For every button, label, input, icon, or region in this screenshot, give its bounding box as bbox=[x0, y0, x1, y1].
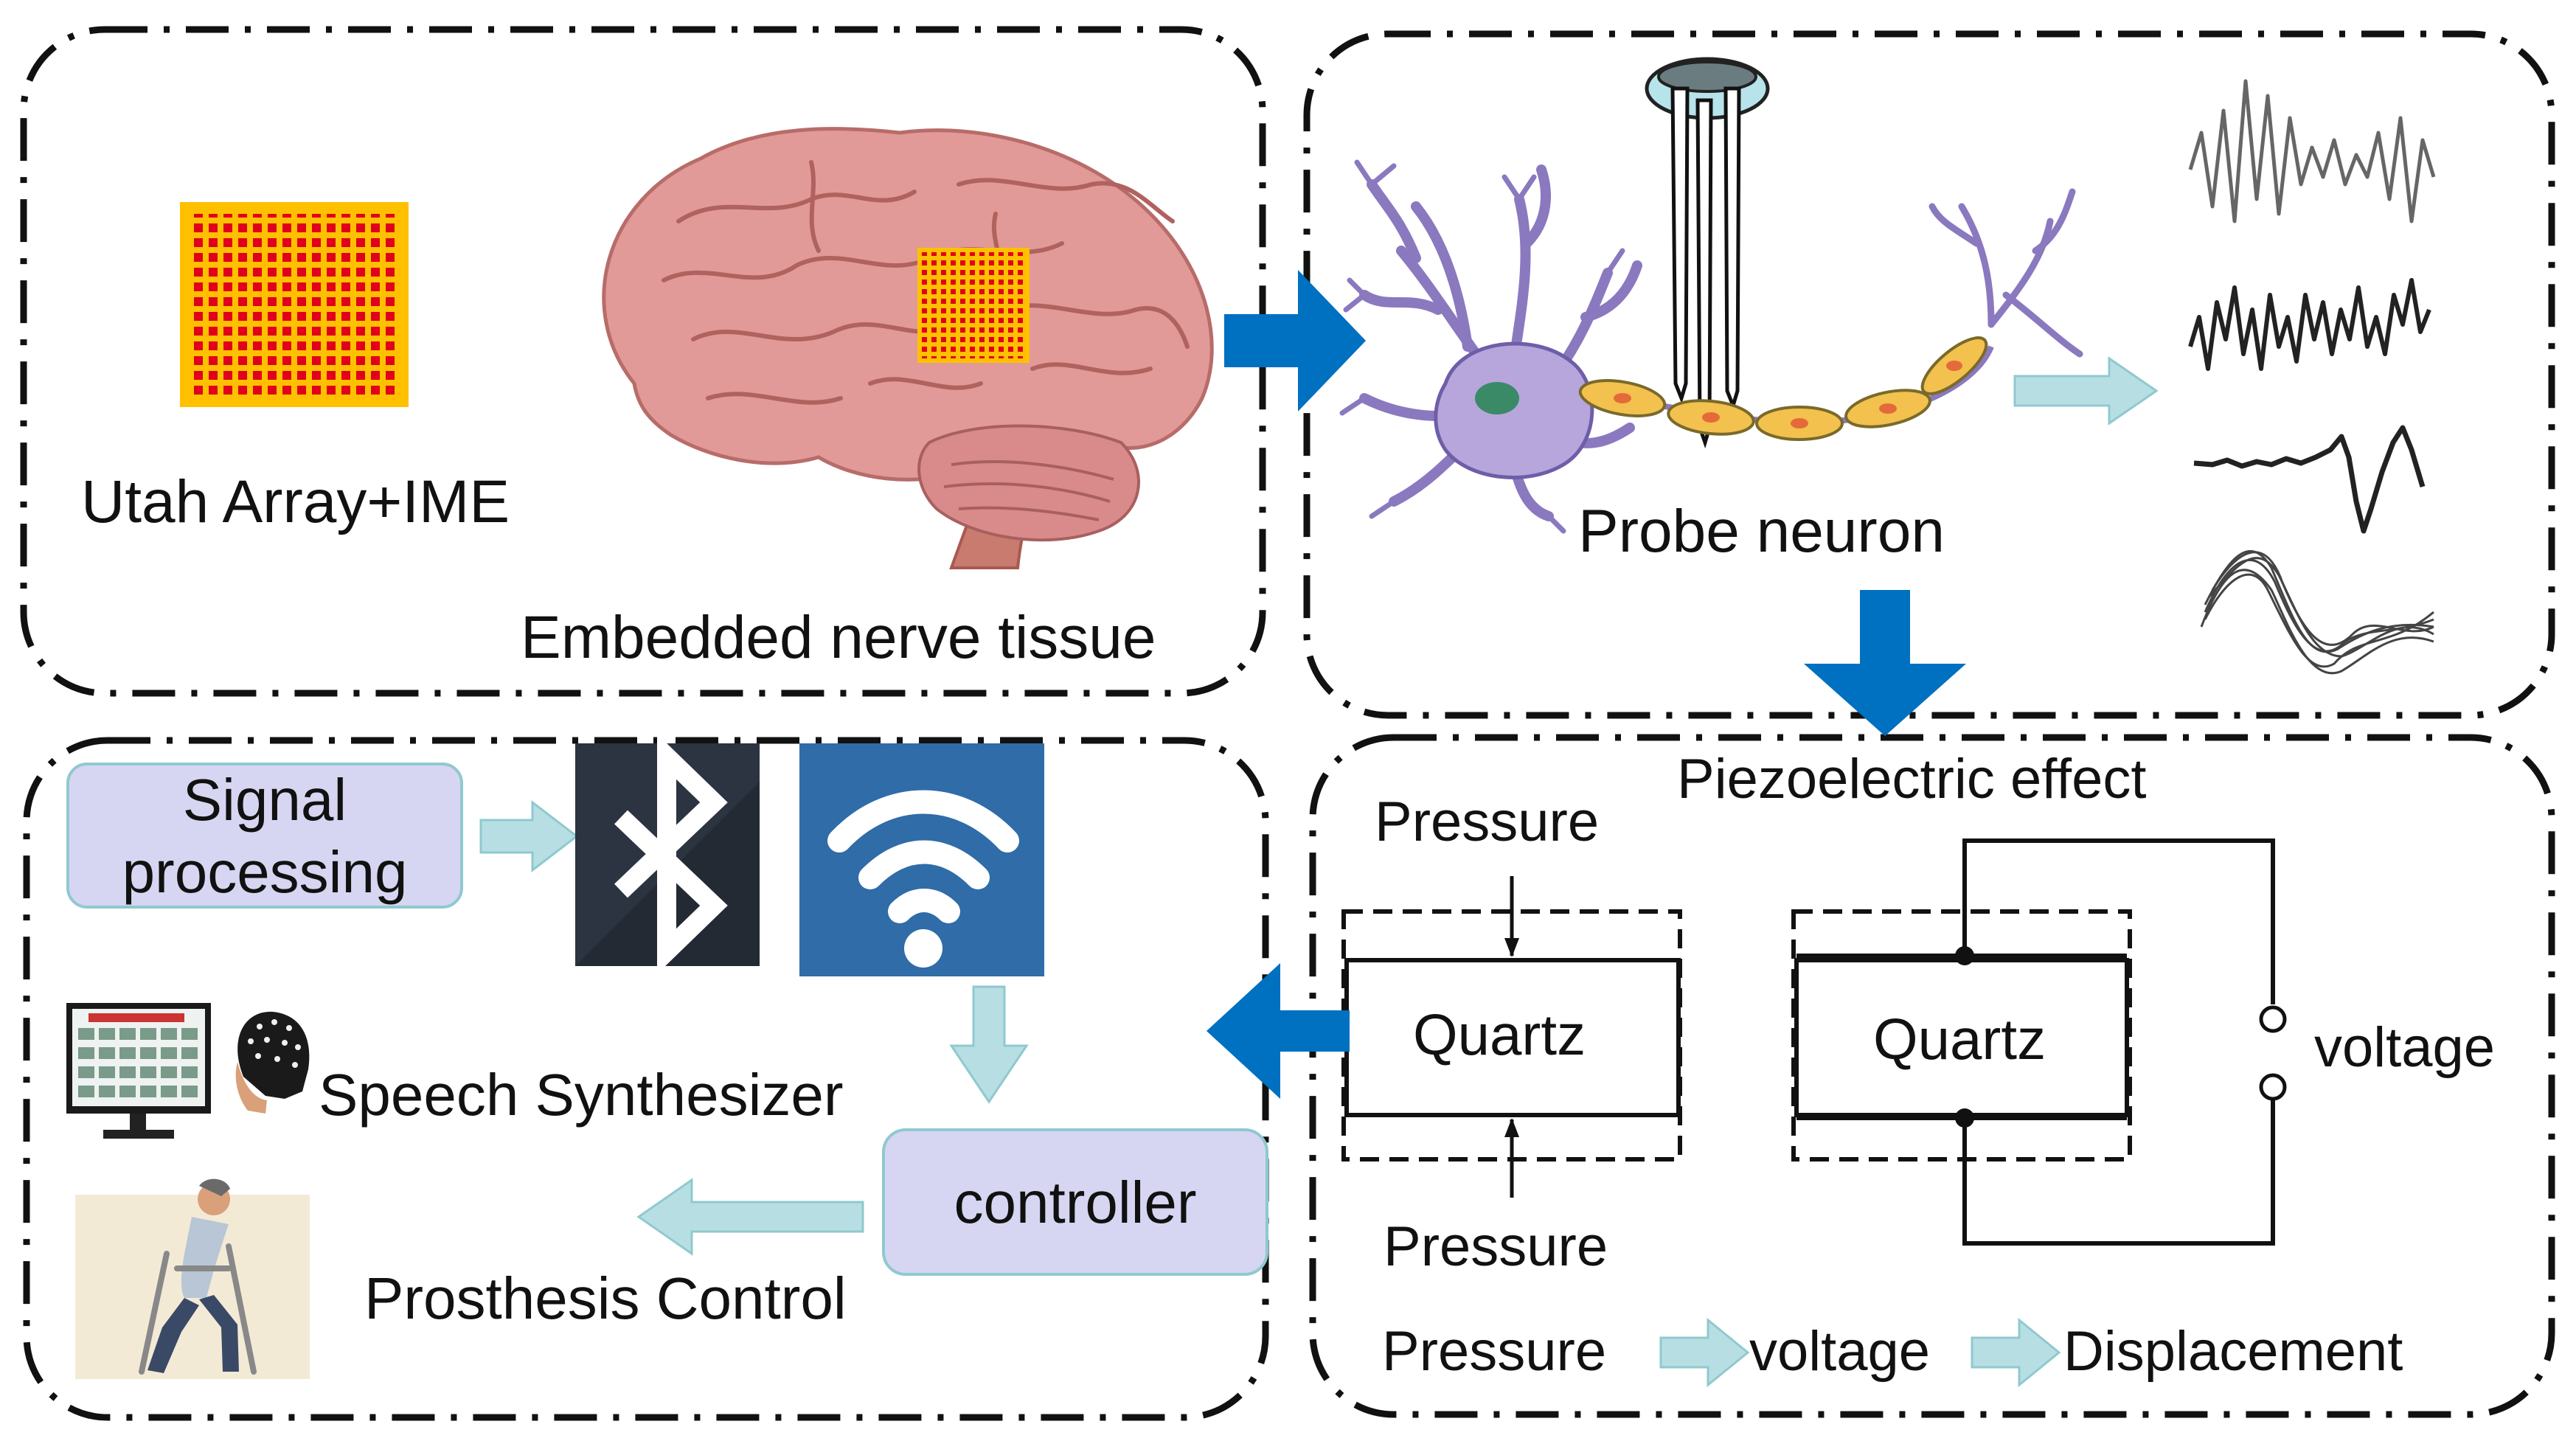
wifi-icon bbox=[799, 743, 1044, 976]
voltage-label: voltage bbox=[2314, 1016, 2495, 1079]
waveform-4 bbox=[2200, 550, 2434, 675]
probe-icon bbox=[1645, 57, 1770, 449]
chain-arrow-2 bbox=[1971, 1317, 2061, 1388]
waveform-2 bbox=[2188, 278, 2431, 371]
quartz-left-label: Quartz bbox=[1413, 1002, 1586, 1067]
utah-array-icon bbox=[180, 202, 409, 407]
panel-probe: Probe neuron bbox=[1339, 57, 2436, 675]
signal-processing-label-line1: Signal bbox=[183, 767, 347, 833]
light-arrow-left-output bbox=[636, 1178, 864, 1256]
utah-array-label: Utah Array+IME bbox=[81, 468, 510, 535]
terminal-top bbox=[2259, 1005, 2287, 1033]
signal-processing-label-line2: processing bbox=[122, 839, 408, 905]
brain-icon bbox=[602, 127, 1214, 569]
chain-voltage-label: voltage bbox=[1749, 1320, 1930, 1383]
speech-synthesizer-label: Speech Synthesizer bbox=[319, 1062, 844, 1128]
terminal-bottom bbox=[2259, 1073, 2287, 1101]
chain-arrow-1 bbox=[1659, 1317, 1750, 1388]
waveform-3 bbox=[2193, 425, 2426, 534]
light-arrow-right-probe bbox=[2013, 356, 2159, 426]
bluetooth-icon bbox=[575, 734, 760, 974]
panel-probe-frame bbox=[1303, 30, 2555, 719]
quartz-right-assembly bbox=[1791, 838, 2287, 1246]
monitor-icon bbox=[66, 1003, 211, 1139]
neural-waveforms bbox=[2188, 79, 2436, 675]
prosthesis-control-label: Prosthesis Control bbox=[364, 1265, 847, 1331]
panel-piezo-frame bbox=[1309, 734, 2555, 1418]
pressure-top-label: Pressure bbox=[1375, 791, 1599, 853]
flow-arrow-right bbox=[1224, 270, 1366, 412]
panel-implant: Utah Array+IME bbox=[81, 127, 1214, 671]
embedded-tissue-label: Embedded nerve tissue bbox=[521, 604, 1156, 671]
flow-arrow-left bbox=[1207, 963, 1350, 1099]
light-arrow-right-output bbox=[479, 799, 579, 873]
probe-neuron-label: Probe neuron bbox=[1578, 498, 1945, 565]
flow-arrow-down bbox=[1804, 590, 1966, 736]
waveform-1 bbox=[2188, 79, 2436, 223]
chain-displacement-label: Displacement bbox=[2063, 1320, 2403, 1383]
neuron-icon bbox=[1339, 159, 2083, 534]
pressure-bottom-label: Pressure bbox=[1384, 1215, 1608, 1278]
controller-label: controller bbox=[954, 1170, 1196, 1235]
panel-output: Signal processing bbox=[66, 734, 1268, 1379]
quartz-right-label: Quartz bbox=[1873, 1007, 2046, 1072]
controller-box bbox=[882, 1128, 1268, 1276]
signal-processing-box bbox=[66, 763, 463, 909]
panel-implant-frame bbox=[20, 26, 1266, 697]
circuit-wire bbox=[1962, 838, 2275, 1246]
head-icon bbox=[235, 1011, 310, 1114]
panel-piezo: Piezoelectric effect Pressure Quartz bbox=[1341, 748, 2495, 1388]
light-arrow-down-output bbox=[949, 985, 1029, 1104]
chain-pressure-label: Pressure bbox=[1382, 1320, 1606, 1383]
exoskeleton-icon bbox=[75, 1178, 310, 1379]
piezo-title: Piezoelectric effect bbox=[1677, 748, 2146, 810]
